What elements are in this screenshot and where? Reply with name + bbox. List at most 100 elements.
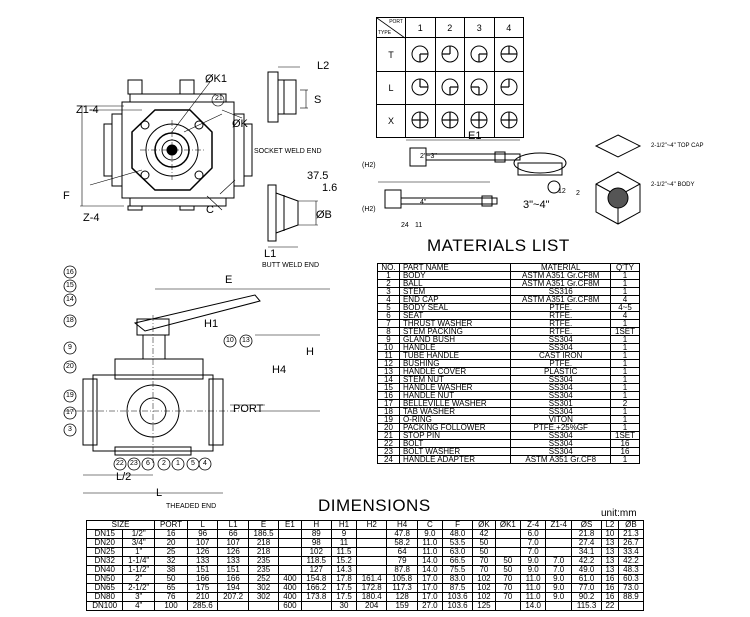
materials-row-cell: 5 xyxy=(377,303,400,312)
materials-row-cell: 1 xyxy=(610,343,640,352)
flow-port-icon xyxy=(470,111,488,129)
materials-row-cell: 21 xyxy=(377,431,400,440)
dim-f: F xyxy=(63,190,70,202)
dim-s: S xyxy=(314,94,322,106)
callout-10: 10 xyxy=(226,337,234,344)
dimensions-cell: 302 xyxy=(247,592,280,602)
dimensions-cell xyxy=(355,547,388,557)
flow-port-icon xyxy=(470,78,488,96)
materials-row-cell: 1 xyxy=(610,351,640,360)
dim-h: H xyxy=(306,346,314,358)
dim-h1: H1 xyxy=(204,318,219,330)
materials-row-cell: 1 xyxy=(610,279,640,288)
callout-9: 9 xyxy=(68,344,72,351)
port-icon-cell xyxy=(434,71,465,105)
materials-list-title: MATERIALS LIST xyxy=(427,236,570,255)
callout-2-bottom: 2 xyxy=(162,460,166,467)
callout-2: 2 xyxy=(576,190,580,197)
valve-front-view-drawing xyxy=(80,79,253,211)
materials-row-cell: 12 xyxy=(377,359,400,368)
callout-18: 18 xyxy=(66,317,74,324)
dimensions-cell: 9.0 xyxy=(545,592,573,602)
dimensions-cell xyxy=(278,529,302,539)
materials-row-cell: 1 xyxy=(610,383,640,392)
port-icon-cell xyxy=(464,104,495,138)
materials-row-cell: PLASTIC xyxy=(510,367,612,376)
materials-row-cell: 11 xyxy=(377,351,400,360)
materials-row-cell: BELLEVILLE WASHER xyxy=(398,399,512,408)
port-col-3: 3 xyxy=(464,17,495,38)
dimensions-cell xyxy=(355,529,388,539)
dimensions-cell: 27.0 xyxy=(416,601,443,611)
dim-1-6: 1.6 xyxy=(322,182,338,194)
materials-row-cell: SS304 xyxy=(510,383,612,392)
materials-row-cell: ASTM A351 Gr.CF8 xyxy=(510,455,612,464)
dimensions-cell: 14.0 xyxy=(520,601,547,611)
materials-row-cell: 7 xyxy=(377,319,400,328)
materials-row-cell: END CAP xyxy=(398,295,512,304)
dim-37-5: 37.5 xyxy=(307,170,329,182)
dim-l2: L2 xyxy=(317,60,330,72)
materials-row-cell: 16 xyxy=(610,439,640,448)
callout-20: 20 xyxy=(66,363,74,370)
materials-row-cell: SS304 xyxy=(510,391,612,400)
port-icon-cell xyxy=(464,71,495,105)
dimensions-cell: 600 xyxy=(278,601,302,611)
callout-19: 19 xyxy=(66,392,74,399)
flow-port-icon xyxy=(500,78,518,96)
materials-row-cell: 23 xyxy=(377,447,400,456)
dimensions-cell xyxy=(355,538,388,548)
dimensions-cell xyxy=(617,601,645,611)
materials-row-cell: 1 xyxy=(610,375,640,384)
dimensions-cell xyxy=(545,538,573,548)
materials-row-cell: 1 xyxy=(610,455,640,464)
dimensions-cell xyxy=(494,529,522,539)
callout-11: 11 xyxy=(415,222,423,229)
port-label: PORT xyxy=(233,403,264,415)
dim-ok1: ØK1 xyxy=(205,73,228,85)
socket-weld-end-caption: SOCKET WELD END xyxy=(254,148,322,155)
materials-row-cell: STEM PACKING xyxy=(398,327,512,336)
callout-17: 17 xyxy=(66,409,74,416)
type-row-t: T xyxy=(376,37,406,72)
body-note: 2-1/2"~4" BODY xyxy=(651,182,695,188)
materials-row-cell: 2 xyxy=(377,279,400,288)
port-col-4: 4 xyxy=(493,17,524,38)
materials-row-cell: SEAT xyxy=(398,311,512,320)
materials-row-cell: 4~5 xyxy=(610,303,640,312)
materials-row-cell: SS304 xyxy=(510,335,612,344)
materials-row-cell: PTFE.+25%GF xyxy=(510,423,612,432)
materials-row-cell: RTFE. xyxy=(510,311,612,320)
dim-l: L xyxy=(156,487,163,499)
dimensions-cell: DN100 xyxy=(85,601,124,611)
materials-row-cell: SS304 xyxy=(510,447,612,456)
threaded-end-caption: THEADED END xyxy=(166,503,217,510)
callout-6: 6 xyxy=(146,460,150,467)
callout-12: 12 xyxy=(558,188,566,195)
handle-detail-drawing xyxy=(378,139,521,209)
dim-h2-upper: (H2) xyxy=(362,162,376,169)
materials-row-cell: STEM NUT xyxy=(398,375,512,384)
dimensions-cell: 125 xyxy=(472,601,496,611)
dimensions-cell xyxy=(217,601,249,611)
dimensions-cell xyxy=(545,529,573,539)
materials-row-cell: SS301 xyxy=(510,399,612,408)
materials-row-cell: THRUST WASHER xyxy=(398,319,512,328)
size-range-small: 2"~3" xyxy=(420,153,437,160)
dimensions-cell: 204 xyxy=(355,601,388,611)
unit-label: unit:mm xyxy=(601,508,637,519)
